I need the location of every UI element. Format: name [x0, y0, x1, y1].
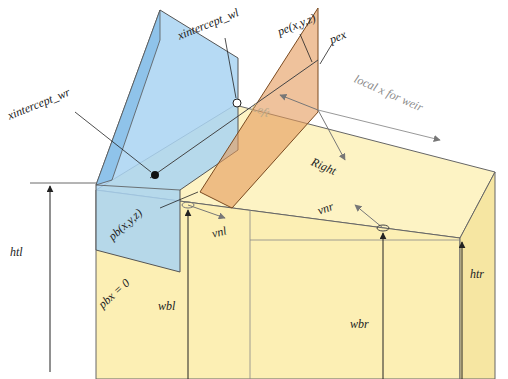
callout-label: htr	[470, 268, 484, 280]
callout-label: wbl	[158, 300, 175, 312]
callout-label: xintercept_wr	[6, 86, 72, 122]
callout-label: xintercept_wl	[176, 6, 241, 41]
callout-label: wbr	[350, 318, 369, 330]
callout-label: local x for weir	[353, 73, 425, 114]
callout-label: pex	[328, 28, 348, 45]
callout-label: vnl	[210, 224, 227, 239]
callout-label: htl	[10, 246, 23, 258]
